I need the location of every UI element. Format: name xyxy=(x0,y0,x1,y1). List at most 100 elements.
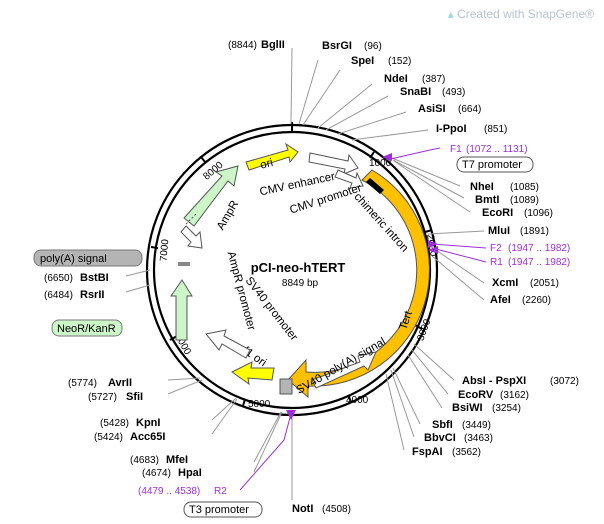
enzyme-pos: (493) xyxy=(442,87,465,98)
enzyme-pos: (5727) xyxy=(88,392,117,403)
enzyme-name: SbfI xyxy=(432,419,453,431)
enzyme-label-mfei[interactable]: (4683) MfeI xyxy=(130,454,188,466)
enzyme-label-spei[interactable]: SpeI (152) xyxy=(351,55,411,67)
feature-cmv-promoter[interactable] xyxy=(334,169,364,189)
enzyme-pos: (4508) xyxy=(322,504,351,515)
enzyme-name: AbsI - PspXI xyxy=(462,375,526,387)
enzyme-label-ecorv[interactable]: EcoRV (3162) xyxy=(458,389,529,401)
enzyme-label-nhei[interactable]: NheI (1085) xyxy=(470,181,539,193)
tick-label-5000: 5000 xyxy=(248,399,271,410)
enzyme-label-kpni[interactable]: (5428) KpnI xyxy=(100,417,160,429)
enzyme-pos: (3562) xyxy=(452,447,481,458)
enzyme-name: I-PpoI xyxy=(436,123,467,135)
enzyme-label-fspai[interactable]: FspAI (3562) xyxy=(412,446,481,458)
enzyme-pos: (5428) xyxy=(100,418,129,429)
feature-label-ori: ori xyxy=(259,157,274,172)
enzyme-label-acc65i[interactable]: (5424) Acc65I xyxy=(94,431,165,443)
enzyme-label-i-ppoi[interactable]: I-PpoI (851) xyxy=(436,123,507,135)
enzyme-pos: (3162) xyxy=(500,390,529,401)
enzyme-label-snabi[interactable]: SnaBI (493) xyxy=(400,86,465,98)
t7-promoter-label: T7 promoter xyxy=(462,159,522,171)
enzyme-name: BsrGI xyxy=(322,40,352,52)
enzyme-name: EcoRI xyxy=(482,207,513,219)
feature-sv40-promoter[interactable] xyxy=(205,329,251,359)
enzyme-label-avrii[interactable]: (5774) AvrII xyxy=(68,377,132,389)
t3-promoter-label: T3 promoter xyxy=(189,504,249,516)
feature-box-t7-promoter[interactable]: T7 promoter xyxy=(456,156,534,173)
snapgene-logo-icon: ▴ xyxy=(447,7,454,21)
neor-kanr-label: NeoR/KanR xyxy=(57,323,116,335)
enzyme-name: BglII xyxy=(261,39,285,51)
enzyme-name: BsiWI xyxy=(452,402,483,414)
enzyme-name: AsiSI xyxy=(418,103,446,115)
enzyme-name: XcmI xyxy=(492,277,518,289)
enzyme-label-sbfi[interactable]: SbfI (3449) xyxy=(432,419,491,431)
feature-f1-ori[interactable] xyxy=(231,361,275,386)
feature-ori[interactable] xyxy=(245,142,299,171)
feature-ampr-top[interactable] xyxy=(183,165,239,227)
enzyme-pos: (4674) xyxy=(142,468,171,479)
enzyme-name: NotI xyxy=(292,503,313,515)
enzyme-label-sfii[interactable]: (5727) SfiI xyxy=(88,391,143,403)
enzyme-label-hpai[interactable]: (4674) HpaI xyxy=(142,467,202,479)
primer-label-r2[interactable]: (4479 .. 4538) R2 xyxy=(138,486,227,497)
feature-label-ampr: AmpR xyxy=(215,199,241,233)
enzyme-name: AfeI xyxy=(490,294,511,306)
enzyme-label-rsrii[interactable]: (6484) RsrII xyxy=(44,289,104,301)
enzyme-label-afei[interactable]: AfeI (2260) xyxy=(490,294,551,306)
enzyme-pos: (3449) xyxy=(462,420,491,431)
enzyme-name: SpeI xyxy=(351,55,374,67)
enzyme-label-xcmi[interactable]: XcmI (2051) xyxy=(492,277,559,289)
enzyme-label-absi-pspxi[interactable]: AbsI - PspXI (3072) xyxy=(462,375,579,387)
feature-ampr-promoter[interactable] xyxy=(180,225,203,249)
enzyme-pos: (1085) xyxy=(510,182,539,193)
enzyme-name: MfeI xyxy=(166,454,188,466)
tick-marks xyxy=(150,151,433,407)
primer-label-r1[interactable]: R1 (1947 .. 1982) xyxy=(490,257,570,268)
enzyme-name: HpaI xyxy=(178,467,202,479)
enzyme-pos: (5424) xyxy=(94,432,123,443)
enzyme-pos: (2051) xyxy=(530,278,559,289)
enzyme-name: KpnI xyxy=(136,417,160,429)
enzyme-name: MluI xyxy=(488,225,510,237)
tick-label-1000: 1000 xyxy=(369,158,392,169)
enzyme-label-mlui[interactable]: MluI (1891) xyxy=(488,225,549,237)
enzyme-label-bstbi[interactable]: (6650) BstBI xyxy=(44,272,109,284)
primer-label-f2[interactable]: F2 (1947 .. 1982) xyxy=(490,243,570,254)
enzyme-pos: (664) xyxy=(458,104,481,115)
feature-cmv-enhancer[interactable] xyxy=(308,152,359,175)
enzyme-pos: (851) xyxy=(484,124,507,135)
enzyme-pos: (96) xyxy=(364,41,382,52)
primer-connectors xyxy=(239,147,487,491)
tick-label-4000: 4000 xyxy=(346,395,369,406)
enzyme-label-noti[interactable]: NotI (4508) xyxy=(292,503,351,515)
primer-range: (4479 .. 4538) xyxy=(138,486,200,497)
feature-label-tert: Tert xyxy=(398,309,416,332)
feature-sv40-polya[interactable] xyxy=(279,351,377,395)
enzyme-label-bmti[interactable]: BmtI (1089) xyxy=(475,194,539,206)
primer-range: (1072 .. 1131) xyxy=(466,144,528,155)
enzyme-pos: (3254) xyxy=(492,403,521,414)
feature-box-neor-kanr[interactable]: NeoR/KanR xyxy=(51,319,123,337)
enzyme-label-asisi[interactable]: AsiSI (664) xyxy=(418,103,481,115)
enzyme-label-bsrgi[interactable]: BsrGI (96) xyxy=(322,40,382,52)
enzyme-name: AvrII xyxy=(108,377,132,389)
enzyme-pos: (6650) xyxy=(44,273,73,284)
enzyme-name: BmtI xyxy=(475,194,499,206)
feature-box-polya-signal[interactable]: poly(A) signal xyxy=(33,249,143,267)
feature-ampr-bottom[interactable] xyxy=(170,279,193,341)
enzyme-pos: (152) xyxy=(388,56,411,67)
enzyme-pos: (6484) xyxy=(44,290,73,301)
enzyme-pos: (4683) xyxy=(130,455,159,466)
feature-chimeric-intron[interactable] xyxy=(366,178,384,194)
enzyme-name: NheI xyxy=(470,181,494,193)
feature-box-t3-promoter[interactable]: T3 promoter xyxy=(183,501,263,518)
enzyme-label-ecori[interactable]: EcoRI (1096) xyxy=(482,207,553,219)
enzyme-pos: (387) xyxy=(422,74,445,85)
enzyme-label-bsiwi[interactable]: BsiWI (3254) xyxy=(452,402,521,414)
enzyme-label-ndei[interactable]: NdeI (387) xyxy=(384,73,445,85)
enzyme-name: SnaBI xyxy=(400,86,431,98)
primer-label-f1[interactable]: F1 (1072 .. 1131) xyxy=(450,144,528,155)
enzyme-label-bglii[interactable]: (8844) BglII xyxy=(228,39,285,51)
enzyme-label-bbvci[interactable]: BbvCI (3463) xyxy=(424,432,493,444)
